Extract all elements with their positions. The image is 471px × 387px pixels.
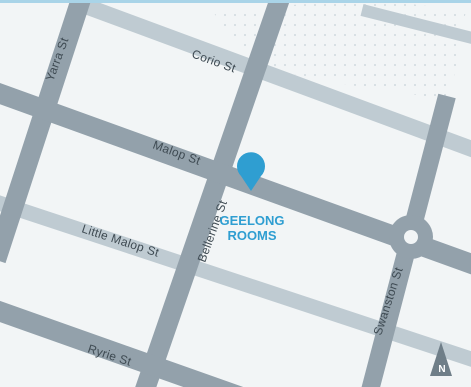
little-malop-st-road	[0, 195, 471, 367]
bellerine-st-road	[135, 0, 291, 387]
roundabout-centre	[404, 230, 418, 244]
venue-name-line2: ROOMS	[227, 228, 276, 243]
yarra-st-road	[0, 0, 92, 264]
northeast-road	[360, 4, 471, 44]
corio-st-road	[77, 0, 471, 158]
north-arrow-icon	[430, 342, 452, 376]
top-border	[0, 0, 471, 3]
north-arrow-letter: N	[438, 364, 445, 375]
venue-name-line1: GEELONG	[219, 213, 284, 228]
location-pin-icon	[237, 152, 266, 191]
ryrie-st-road	[0, 300, 244, 387]
